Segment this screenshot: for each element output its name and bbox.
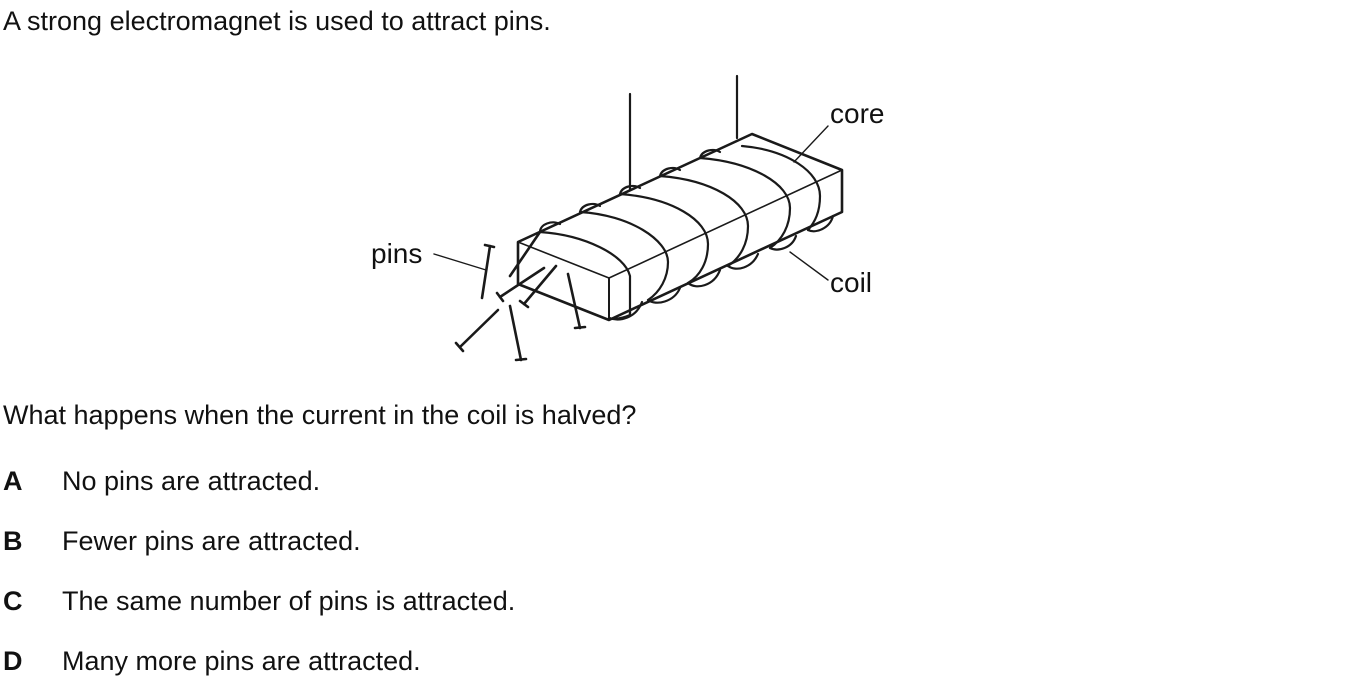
- core-label: core: [830, 98, 884, 129]
- coil-leader-line: [789, 251, 829, 281]
- question-prompt: What happens when the current in the coi…: [3, 400, 637, 430]
- question-intro: A strong electromagnet is used to attrac…: [3, 6, 551, 36]
- option-c-text: The same number of pins is attracted.: [62, 586, 516, 616]
- option-b-text: Fewer pins are attracted.: [62, 526, 361, 556]
- option-d-letter: D: [3, 646, 23, 676]
- coil-turns: [538, 144, 835, 321]
- option-c-letter: C: [3, 586, 23, 616]
- option-d-text: Many more pins are attracted.: [62, 646, 421, 676]
- option-a-letter: A: [3, 466, 23, 496]
- pins-leader-line: [433, 253, 487, 271]
- core-leader-line: [793, 125, 829, 163]
- pins-label: pins: [371, 238, 422, 269]
- pins: [454, 230, 587, 362]
- option-a-text: No pins are attracted.: [62, 466, 321, 496]
- coil-label: coil: [830, 267, 872, 298]
- option-b-letter: B: [3, 526, 23, 556]
